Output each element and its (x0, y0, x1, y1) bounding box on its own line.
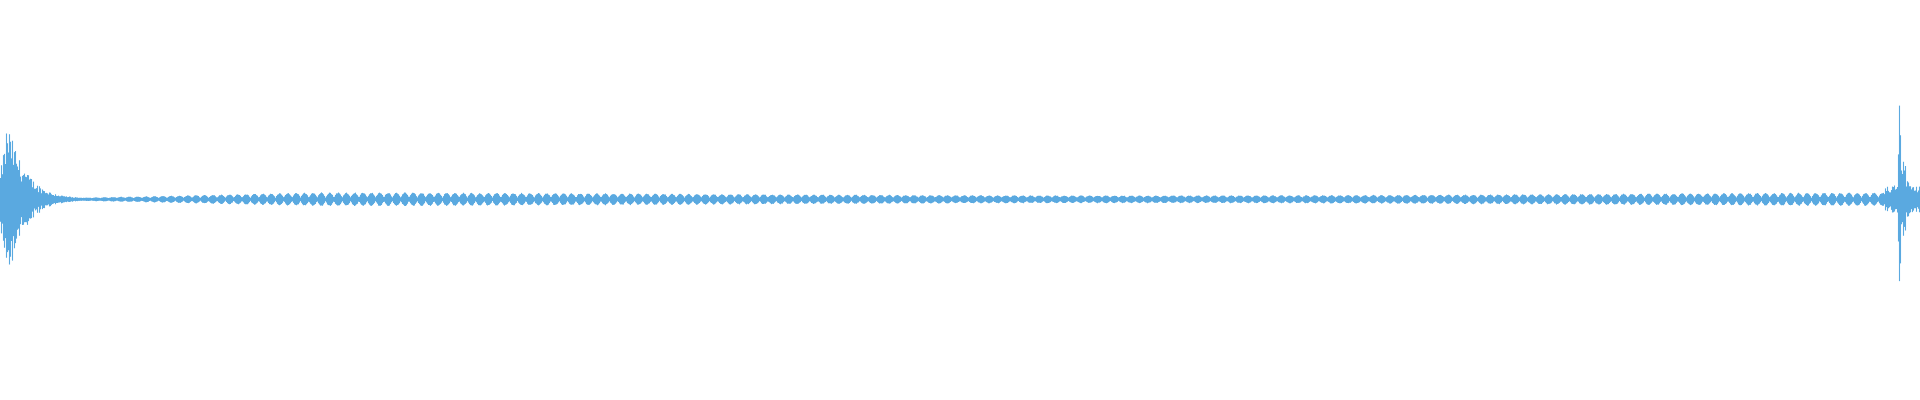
waveform-samples (0, 105, 1920, 282)
waveform-path (0, 105, 1920, 282)
